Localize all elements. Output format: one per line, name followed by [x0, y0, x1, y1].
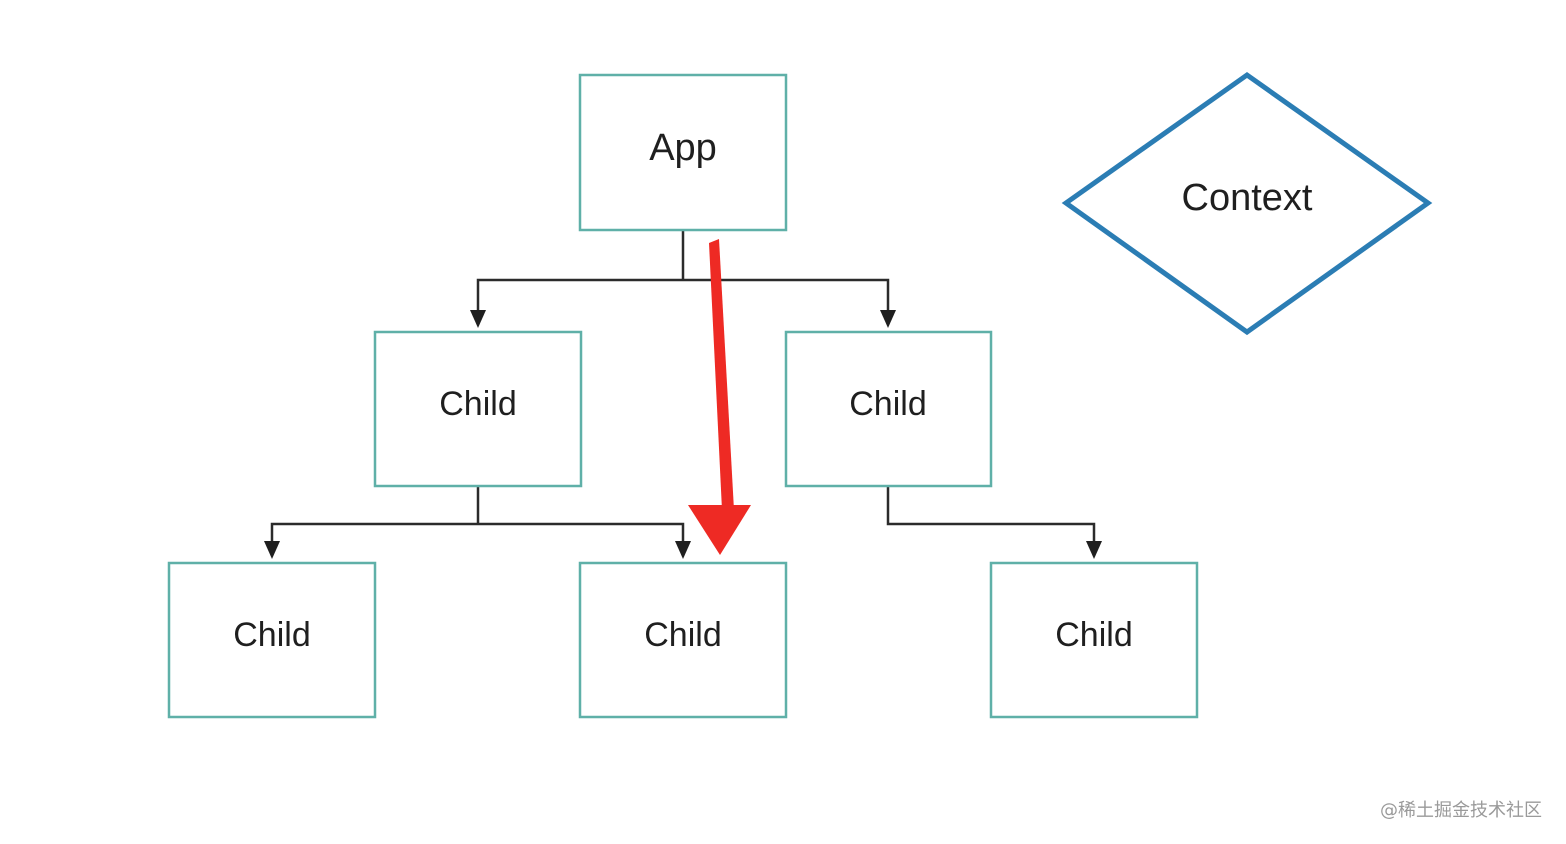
node-grandchild-middle: Child — [578, 561, 788, 719]
arrowhead-grandchild-right — [1086, 541, 1102, 559]
connectors-app-to-children — [470, 230, 896, 328]
connector-app-to-child-right — [683, 278, 890, 312]
node-app: App — [578, 73, 788, 232]
arrowhead-child-right — [880, 310, 896, 328]
node-grandchild-middle-label: Child — [644, 616, 721, 654]
arrowhead-grandchild-left — [264, 541, 280, 559]
node-child-right-label: Child — [849, 385, 926, 423]
connector-to-grandchild-right — [886, 486, 1096, 543]
node-child-left-label: Child — [439, 385, 516, 423]
node-grandchild-left-label: Child — [233, 616, 310, 654]
node-grandchild-right: Child — [989, 561, 1199, 719]
arrowhead-grandchild-middle — [675, 541, 691, 559]
context-diamond: Context — [1061, 71, 1433, 336]
arrowhead-child-left — [470, 310, 486, 328]
node-app-label: App — [649, 127, 717, 169]
watermark: @稀土掘金技术社区 — [1380, 800, 1542, 821]
connector-to-grandchild-middle — [478, 522, 685, 543]
node-child-right: Child — [784, 330, 993, 488]
node-child-left: Child — [373, 330, 583, 488]
node-grandchild-left: Child — [167, 561, 377, 719]
context-label: Context — [1182, 177, 1313, 219]
context-diamond-shape — [1061, 71, 1433, 336]
red-highlight-arrow — [688, 239, 751, 555]
red-arrow-head — [688, 505, 751, 555]
red-arrow-shaft — [709, 239, 734, 510]
connector-to-grandchild-left — [270, 522, 478, 543]
connector-app-to-child-left — [476, 278, 683, 312]
connectors-child-left-to-grandchildren — [264, 486, 691, 559]
node-grandchild-right-label: Child — [1055, 616, 1132, 654]
connectors-child-right-to-grandchild — [886, 486, 1102, 559]
